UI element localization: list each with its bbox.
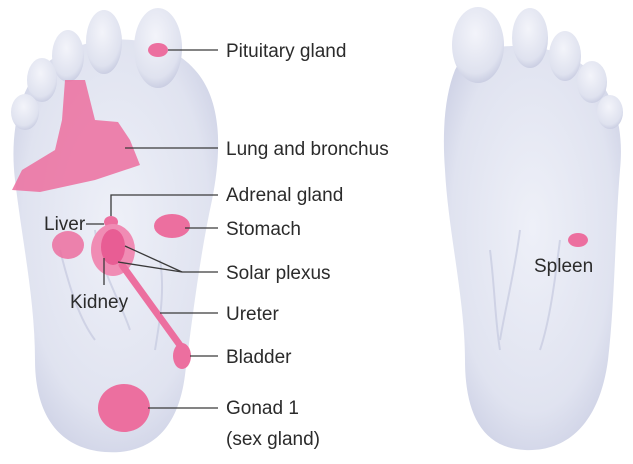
spleen-zone [568, 233, 588, 247]
lung-bronchus-label: Lung and bronchus [226, 139, 389, 160]
gonad-zone [98, 384, 150, 432]
solar-plexus-label: Solar plexus [226, 263, 331, 284]
stomach-zone [154, 214, 190, 238]
adrenal-label: Adrenal gland [226, 185, 343, 206]
second-toe [86, 10, 122, 74]
right-foot [444, 7, 623, 450]
third-toe [52, 30, 84, 82]
stomach-label: Stomach [226, 219, 301, 240]
right-foot-sole [444, 46, 621, 450]
ureter-label: Ureter [226, 304, 279, 325]
bladder-zone [173, 343, 191, 369]
pituitary-zone [148, 43, 168, 57]
little-toe [11, 94, 39, 130]
big-toe [452, 7, 504, 83]
little-toe [597, 95, 623, 129]
pituitary-label: Pituitary gland [226, 41, 346, 62]
second-toe [512, 8, 548, 68]
left-foot [11, 8, 218, 452]
spleen-label: Spleen [534, 256, 593, 277]
fourth-toe [27, 58, 57, 102]
third-toe [549, 31, 581, 81]
fourth-toe [577, 61, 607, 103]
bladder-label: Bladder [226, 347, 292, 368]
liver-zone [52, 231, 84, 259]
gonad-label-line2: (sex gland) [226, 429, 320, 450]
kidney-label: Kidney [70, 292, 129, 313]
gonad-label-line1: Gonad 1 [226, 398, 299, 419]
liver-label: Liver [44, 214, 86, 235]
